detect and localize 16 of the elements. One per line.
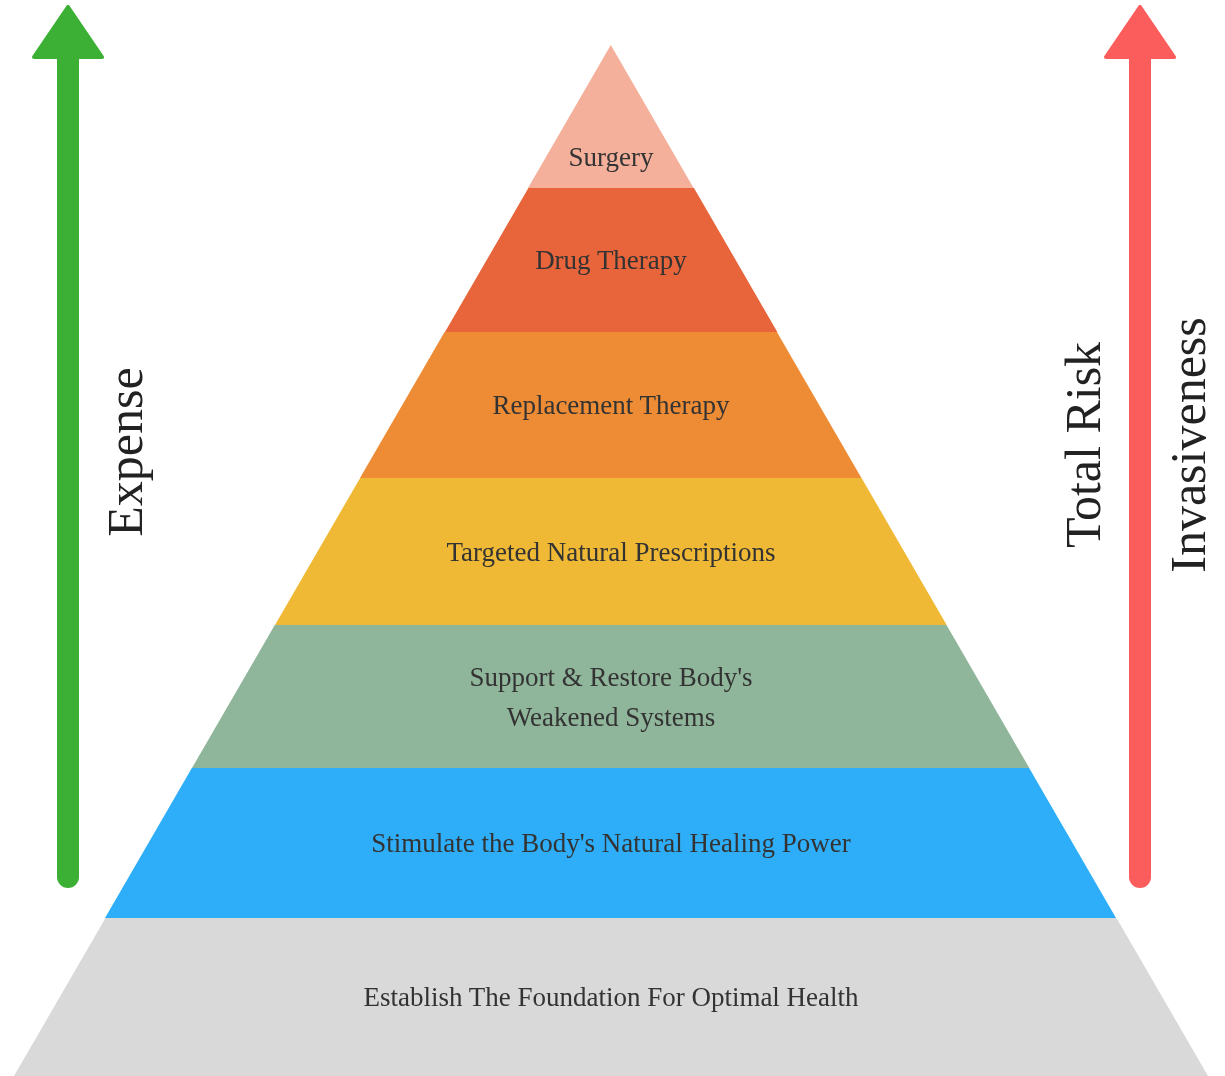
pyramid-tier — [192, 625, 1030, 768]
axis-label: Expense — [96, 367, 154, 537]
tier-label: Targeted Natural Prescriptions — [446, 535, 776, 569]
pyramid-tier — [105, 768, 1117, 918]
pyramid-tier — [14, 918, 1208, 1076]
tier-label: Stimulate the Body's Natural Healing Power — [371, 827, 851, 860]
pyramid-tier — [275, 478, 947, 625]
tier-label: Replacement Therapy — [492, 389, 730, 422]
pyramid-tier — [444, 188, 778, 332]
tier-label: Establish The Foundation For Optimal Health — [363, 981, 859, 1014]
tier-label: Drug Therapy — [535, 244, 687, 277]
pyramid-tier — [360, 332, 862, 478]
axis-label: Total Risk — [1054, 341, 1112, 549]
axis-label: Invasiveness — [1159, 317, 1217, 573]
tier-label: Surgery — [568, 140, 654, 174]
tier-label: Support & Restore Body's Weakened Systems — [468, 660, 754, 734]
